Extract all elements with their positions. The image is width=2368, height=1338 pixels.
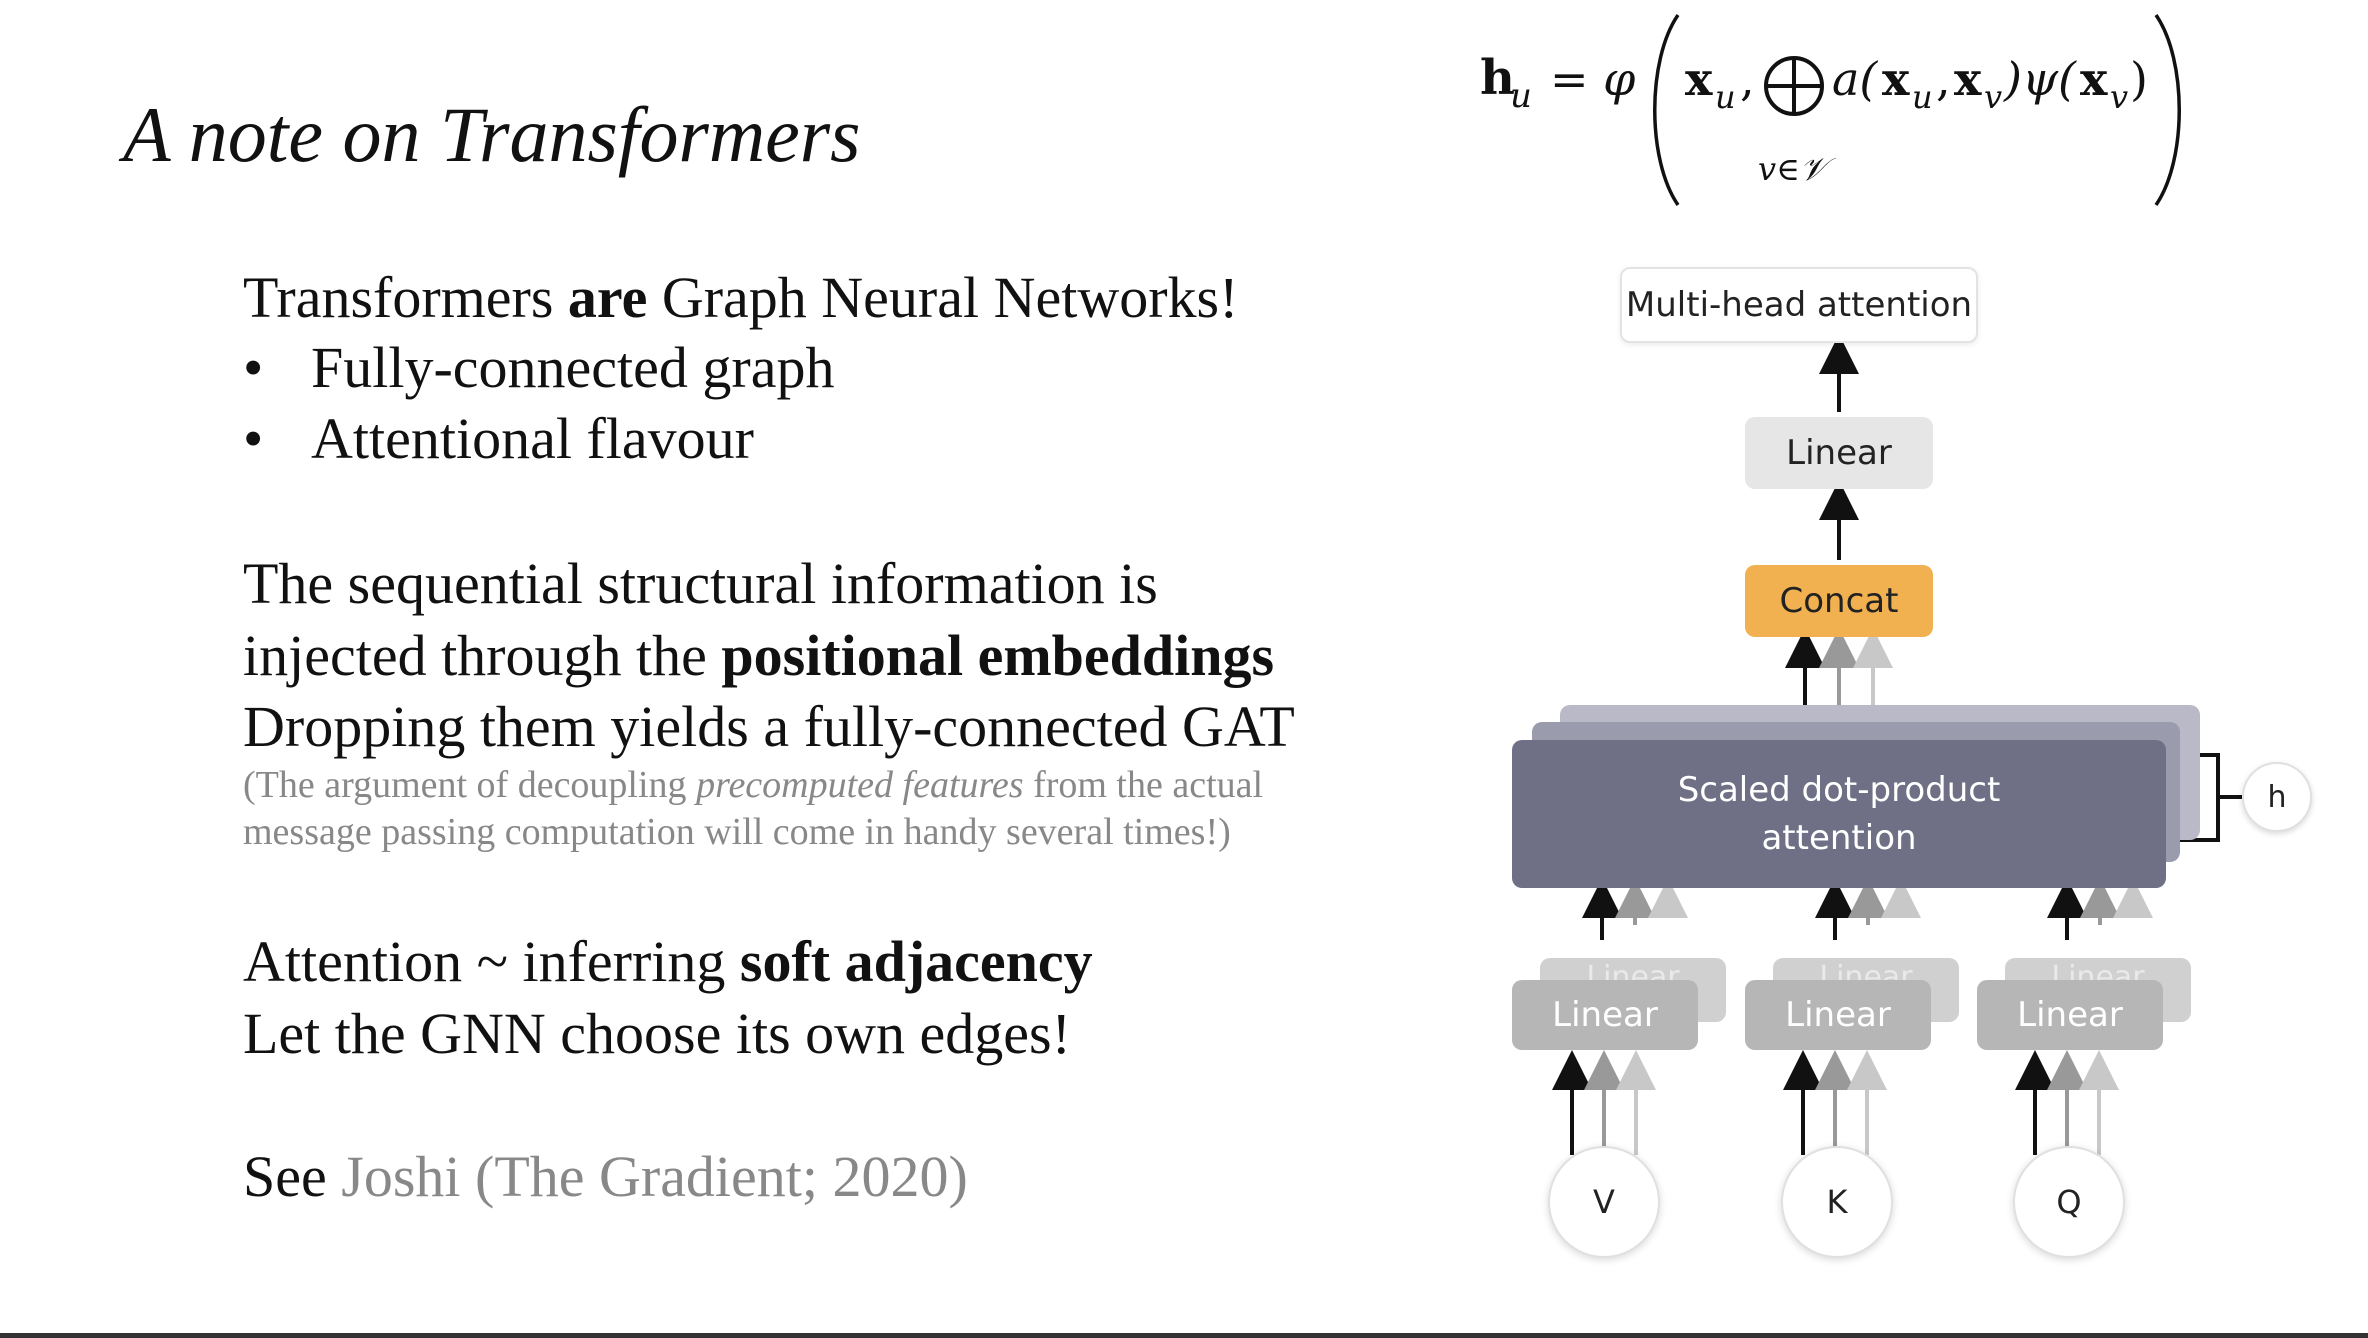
multihead-attention-box: Multi-head attention [1620, 267, 1978, 343]
gnn-attention-formula: h u = φ x u , v∈𝒱 a( x u , x v )ψ( x v ) [1480, 10, 2200, 210]
para2-line2: injected through the positional embeddin… [243, 620, 1274, 691]
note-prefix: (The argument of decoupling [243, 764, 697, 806]
linear-v-box: Linear [1512, 980, 1698, 1050]
left-paren-icon [1653, 14, 1680, 206]
arrows-k-to-linear [1783, 1050, 1887, 1155]
arrows-linear-v-to-sdpa [1582, 878, 1688, 940]
line1-prefix: Transformers [243, 265, 568, 330]
line1-emphasis: are [567, 265, 648, 330]
formula-sum-index: v∈𝒱 [1758, 150, 1827, 188]
transformers-are-gnns: Transformers are Graph Neural Networks! [243, 262, 1238, 333]
bullet-text: Fully-connected graph [311, 335, 835, 400]
formula-close: ) [2130, 52, 2148, 106]
note-line2: message passing computation will come in… [243, 811, 1231, 853]
formula-psi: )ψ( [2004, 52, 2076, 106]
formula-phi: = φ [1550, 52, 1636, 106]
para3-prefix: Attention ~ inferring [243, 929, 740, 994]
para2-line3: Dropping them yields a fully-connected G… [243, 694, 1295, 759]
h-heads-circle: h [2242, 762, 2312, 832]
reference-link[interactable]: Joshi (The Gradient; 2020) [341, 1144, 968, 1209]
formula-a-xv-sub: v [1984, 78, 2003, 116]
sdpa-line1: Scaled dot-product [1677, 770, 2001, 810]
note-line1: (The argument of decoupling precomputed … [243, 762, 1263, 809]
input-q-circle: Q [2013, 1146, 2125, 1258]
formula-h: h [1480, 50, 1515, 106]
linear-top-box: Linear [1745, 417, 1933, 489]
oplus-icon [1764, 56, 1824, 116]
arrows-q-to-linear [2015, 1050, 2119, 1155]
para2-line1: The sequential structural information is [243, 551, 1158, 616]
arrows-v-to-linear [1552, 1050, 1656, 1155]
formula-x-u: x [1685, 52, 1713, 106]
formula-x-u-sub: u [1715, 78, 1736, 116]
multihead-attention-diagram: Multi-head attention Linear Concat Scale… [1500, 260, 2340, 1280]
formula-comma: , [1740, 52, 1755, 106]
input-v-circle: V [1548, 1146, 1660, 1258]
formula-a-xv: x [1954, 52, 1982, 106]
line1-suffix: Graph Neural Networks! [647, 265, 1239, 330]
para3-line2: Let the GNN choose its own edges! [243, 1001, 1071, 1066]
see-reference: See Joshi (The Gradient; 2020) [243, 1141, 968, 1212]
see-label: See [243, 1144, 342, 1209]
linear-q-box: Linear [1977, 980, 2163, 1050]
scaled-dot-product-attention-box: Scaled dot-product attention [1512, 740, 2166, 888]
formula-a-xu-sub: u [1912, 78, 1933, 116]
formula-a: a( [1832, 52, 1878, 106]
bullet-dot-icon: • [243, 406, 264, 471]
soft-adjacency-emphasis: soft adjacency [739, 929, 1093, 994]
slide-title: A note on Transformers [123, 91, 861, 178]
bullet-attentional: • Attentional flavour [243, 403, 754, 474]
note-suffix: from the actual [1023, 764, 1264, 806]
bullet-dot-icon: • [243, 335, 264, 400]
formula-psi-xv-sub: v [2110, 78, 2129, 116]
note-italic: precomputed features [696, 764, 1024, 806]
diagram-arrows [1552, 334, 2242, 1155]
arrows-linear-q-to-sdpa [2047, 878, 2153, 940]
positional-embeddings-emphasis: positional embeddings [721, 623, 1275, 688]
sdpa-line2: attention [1761, 818, 1917, 858]
linear-k-box: Linear [1745, 980, 1931, 1050]
formula-h-sub: u [1510, 76, 1532, 116]
para3-line1: Attention ~ inferring soft adjacency [243, 926, 1093, 997]
concat-box: Concat [1745, 565, 1933, 637]
bullet-fully-connected: • Fully-connected graph [243, 332, 834, 403]
arrows-linear-k-to-sdpa [1815, 878, 1921, 940]
bottom-divider [0, 1333, 2368, 1338]
input-k-circle: K [1781, 1146, 1893, 1258]
para2-line2-prefix: injected through the [243, 623, 722, 688]
formula-a-xu: x [1882, 52, 1910, 106]
bullet-text: Attentional flavour [311, 406, 754, 471]
formula-comma-2: , [1936, 52, 1951, 106]
right-paren-icon [2154, 14, 2181, 206]
formula-psi-xv: x [2080, 52, 2108, 106]
